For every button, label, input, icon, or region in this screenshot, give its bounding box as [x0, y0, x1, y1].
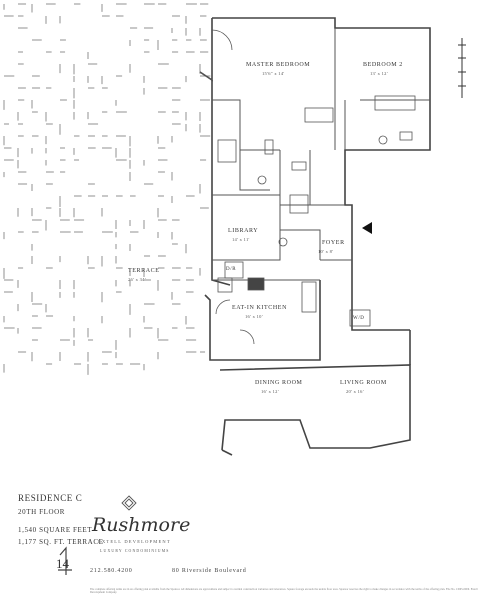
floor-key-icon [58, 546, 72, 575]
room-label-terrace: Terrace [128, 268, 160, 274]
room-dim-living-room: 20' x 16' [346, 389, 364, 394]
north-arrow-icon [458, 38, 466, 98]
brand-name: Rushmore [92, 514, 191, 536]
room-label-dining-room: Dining Room [255, 380, 303, 386]
legend-residence: Residence C [18, 493, 83, 503]
room-label-foyer: Foyer [322, 240, 345, 246]
room-label-bedroom-2: Bedroom 2 [363, 62, 403, 68]
room-dim-dining-room: 16' x 12' [261, 389, 279, 394]
legend-terrace-area: 1,177 Sq. Ft. Terrace [18, 538, 104, 546]
room-label-dr: D/R [226, 267, 237, 272]
legend-area: 1,540 Square Feet [18, 526, 93, 534]
room-dim-bedroom-2: 13' x 12' [370, 71, 388, 76]
room-label-living-room: Living Room [340, 380, 387, 386]
room-dim-terrace: 26' x 34' [128, 277, 146, 282]
contact-url: 80 Riverside Boulevard [172, 568, 247, 574]
brand-subline: Luxury Condominiums [100, 549, 170, 553]
interior-walls [212, 28, 430, 281]
entry-arrow-icon [362, 222, 372, 234]
room-dim-master-bedroom: 15'6" x 14' [262, 71, 285, 76]
room-dim-library: 14' x 11' [232, 237, 250, 242]
legend-floor: 20th Floor [18, 508, 66, 516]
rushmore-emblem-icon [121, 495, 137, 511]
legal-disclaimer: The complete offering terms are in an of… [90, 588, 478, 595]
contact-phone: 212.580.4200 [90, 568, 133, 574]
room-label-wd: W/D [353, 316, 365, 321]
room-label-eat-in-kitchen: Eat-In Kitchen [232, 305, 288, 311]
room-label-master-bedroom: Master Bedroom [246, 62, 311, 68]
room-dim-foyer: 10' x 8' [318, 249, 334, 254]
room-dim-eat-in-kitchen: 16' x 10' [245, 314, 263, 319]
brand-tagline: Extell Development [98, 539, 171, 544]
terrace-paver-pattern [3, 3, 211, 375]
legend-floor-number: 14 [56, 556, 69, 571]
fixtures [199, 29, 416, 345]
room-label-library: Library [228, 228, 259, 234]
